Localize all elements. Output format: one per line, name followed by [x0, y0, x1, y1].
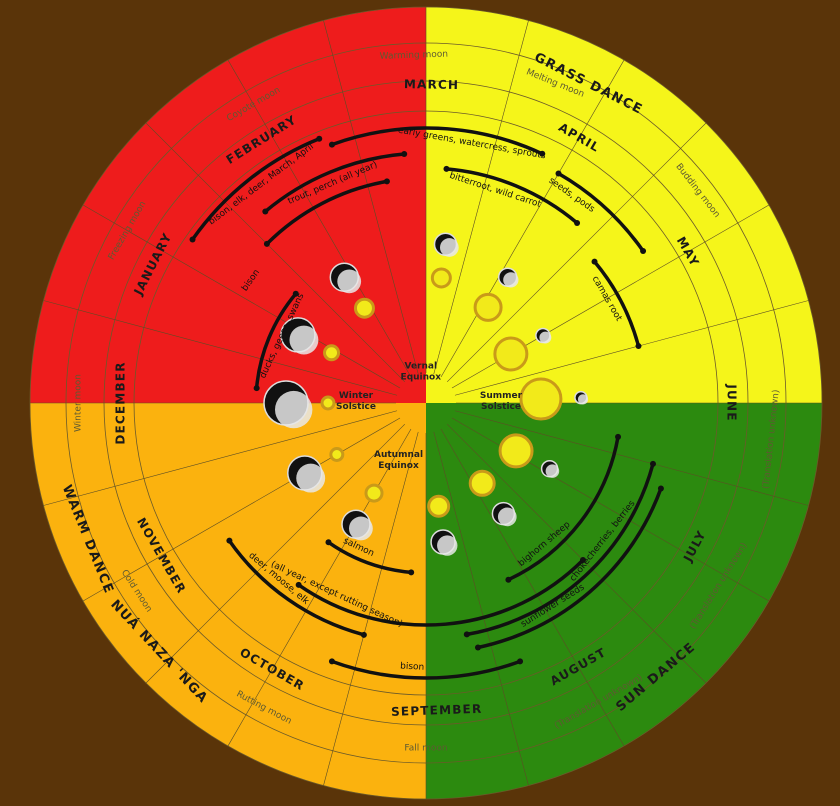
sun-icon [500, 435, 532, 467]
arc-endpoint [226, 538, 232, 544]
sun-icon [432, 269, 450, 287]
arc-endpoint [464, 631, 470, 637]
arc-endpoint [329, 142, 335, 148]
arc-endpoint [505, 577, 511, 583]
arc-endpoint [325, 539, 331, 545]
event-label: Winter [339, 391, 374, 401]
arc-endpoint [408, 569, 414, 575]
event-label: Summer [480, 391, 523, 401]
arc-endpoint [592, 259, 598, 265]
sun-icon [355, 299, 373, 317]
event-label-2: Solstice [481, 402, 521, 412]
arc-endpoint [443, 166, 449, 172]
sun-icon [429, 496, 449, 516]
moon-light-icon [503, 272, 518, 287]
arc-endpoint [517, 658, 523, 664]
arc-endpoint [190, 237, 196, 243]
event-label: Autumnal [374, 450, 423, 460]
arc-endpoint [650, 461, 656, 467]
moon-light-icon [275, 391, 312, 428]
arc-endpoint [361, 632, 367, 638]
resource-label: bison [400, 662, 425, 673]
moon-light-icon [539, 332, 551, 344]
arc-endpoint [556, 171, 562, 177]
arc-endpoint [636, 343, 642, 349]
moon-light-icon [578, 394, 588, 404]
moon-light-icon [437, 535, 457, 555]
sun-icon [366, 485, 382, 501]
sun-icon [521, 379, 561, 419]
arc-endpoint [615, 434, 621, 440]
event-label-2: Equinox [378, 461, 419, 471]
arc-endpoint [264, 241, 270, 247]
sun-icon [470, 471, 494, 495]
moon-light-icon [349, 517, 373, 541]
arc-endpoint [401, 151, 407, 157]
moon-light-icon [289, 326, 318, 355]
arc-endpoint [329, 658, 335, 664]
sun-icon [475, 294, 501, 320]
moon-light-icon [296, 464, 325, 493]
event-label: Vernal [404, 361, 437, 371]
sun-icon [325, 346, 339, 360]
moon-light-icon [440, 238, 459, 257]
sun-icon [495, 338, 527, 370]
arc-endpoint [254, 385, 260, 391]
month-label: DECEMBER [114, 361, 128, 444]
arc-endpoint [316, 136, 322, 142]
moon-light-icon [337, 269, 361, 293]
arc-endpoint [640, 248, 646, 254]
arc-endpoint [574, 220, 580, 226]
event-label-2: Equinox [401, 372, 442, 382]
month-label: JUNE [725, 383, 739, 421]
event-label-2: Solstice [336, 402, 376, 412]
sun-icon [322, 397, 334, 409]
arc-endpoint [475, 645, 481, 651]
moon-light-icon [546, 464, 560, 478]
arc-endpoint [384, 178, 390, 184]
sun-icon [331, 449, 343, 461]
moon-name-label: Fall moon [404, 744, 447, 754]
arc-endpoint [262, 208, 268, 214]
month-label: MARCH [404, 77, 460, 92]
arc-endpoint [658, 486, 664, 492]
moon-light-icon [498, 508, 517, 527]
moon-name-label: Winter moon [74, 374, 84, 432]
